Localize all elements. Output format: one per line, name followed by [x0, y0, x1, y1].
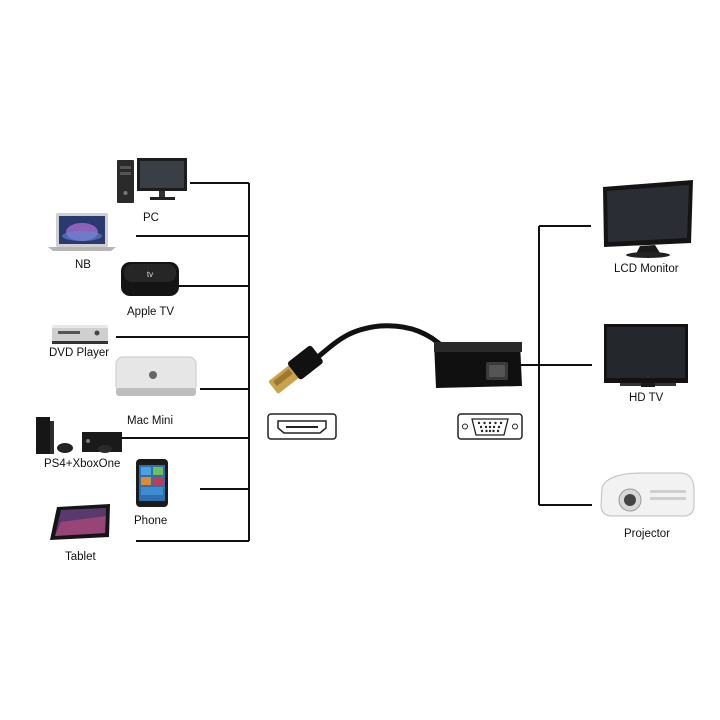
- pc-icon: [117, 158, 187, 203]
- phone-icon: [136, 459, 168, 507]
- nb-label: NB: [75, 259, 91, 271]
- game-consoles-label: PS4+XboxOne: [44, 458, 121, 470]
- hd-tv-icon: [604, 324, 688, 387]
- tablet-icon: [50, 504, 110, 540]
- dvd-player-icon: [52, 325, 108, 344]
- source-connection-lines: [115, 182, 250, 542]
- mac-mini-label: Mac Mini: [127, 415, 174, 427]
- apple-tv-icon: tv: [121, 262, 179, 296]
- game-consoles-icon: [36, 417, 122, 454]
- adapter-cable: [304, 323, 446, 369]
- hdmi-to-vga-adapter: [268, 323, 522, 394]
- notebook-icon: [48, 213, 116, 251]
- tablet-label: Tablet: [65, 551, 96, 563]
- projector-icon: [600, 472, 695, 517]
- projector-label: Projector: [624, 528, 671, 540]
- vga-port-icon: [457, 413, 523, 440]
- output-connection-lines: [520, 225, 592, 506]
- mac-mini-icon: [115, 356, 197, 396]
- lcd-monitor-icon: [603, 180, 693, 258]
- phone-label: Phone: [134, 515, 168, 527]
- dvd-player-label: DVD Player: [49, 347, 110, 359]
- svg-text:tv: tv: [147, 270, 153, 279]
- hdmi-port-icon: [267, 413, 337, 440]
- apple-tv-label: Apple TV: [127, 306, 175, 318]
- pc-label: PC: [143, 212, 159, 224]
- hdmi-plug: [268, 345, 323, 394]
- hd-tv-label: HD TV: [629, 392, 664, 404]
- lcd-monitor-label: LCD Monitor: [614, 263, 679, 275]
